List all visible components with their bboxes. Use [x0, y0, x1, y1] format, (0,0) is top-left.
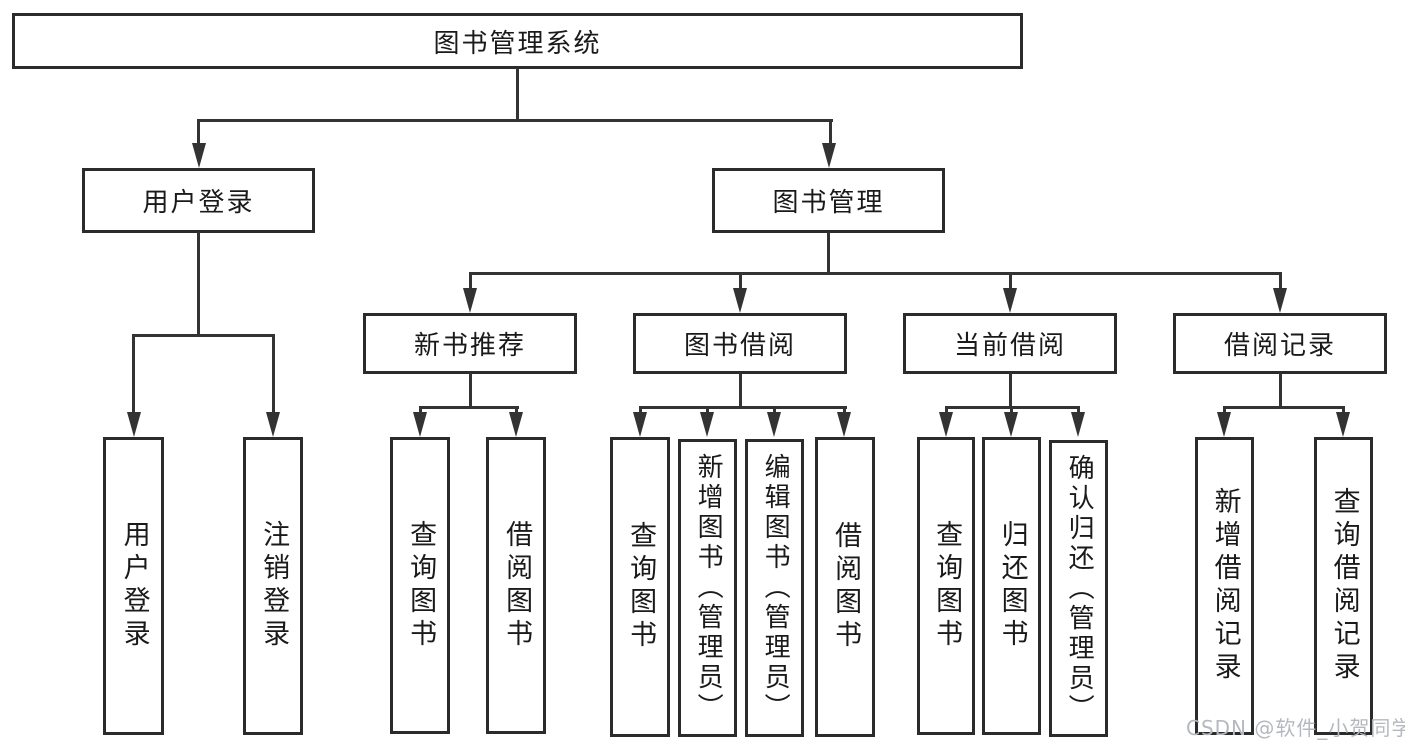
arrow-down-icon	[509, 412, 523, 437]
arrow-down-icon	[700, 412, 714, 437]
arrow-down-icon	[192, 143, 206, 168]
connector-line	[469, 373, 472, 409]
leaf-query-books: 查询图书	[610, 437, 670, 737]
connector-line	[1223, 406, 1226, 414]
leaf-query-borrow-record: 查询借阅记录	[1314, 437, 1373, 735]
connector-line	[843, 406, 846, 414]
arrow-down-icon	[1273, 288, 1287, 313]
node-label: 借阅图书	[830, 521, 862, 653]
connector-line	[1077, 406, 1080, 414]
leaf-edit-book-admin: 编辑图书（管理员）	[745, 439, 804, 737]
leaf-logout: 注销登录	[243, 437, 303, 735]
connector-line	[197, 119, 200, 145]
arrow-down-icon	[413, 412, 427, 437]
leaf-confirm-return-admin: 确认归还（管理员）	[1049, 440, 1108, 737]
connector-line	[419, 406, 422, 414]
connector-line	[1009, 373, 1012, 409]
node-label: 查询图书	[931, 520, 963, 652]
node-label: 用户登录	[118, 520, 150, 652]
watermark: CSDN @软件_小贺同学	[1186, 716, 1405, 740]
connector-line	[829, 119, 832, 145]
arrow-down-icon	[837, 412, 851, 437]
connector-line	[706, 406, 709, 414]
connector-line	[469, 272, 472, 290]
connector-line	[132, 334, 135, 414]
node-label: 用户登录	[142, 188, 255, 218]
connector-line	[515, 406, 518, 414]
node-label: 归还图书	[996, 520, 1028, 652]
arrow-down-icon	[127, 412, 141, 437]
node-new-book-recommendation: 新书推荐	[363, 313, 577, 374]
node-label: 新书推荐	[413, 331, 526, 361]
connector-line	[1010, 406, 1013, 414]
node-label: 编辑图书（管理员）	[760, 453, 791, 723]
arrow-down-icon	[1071, 412, 1085, 437]
node-label: 图书管理系统	[433, 28, 602, 59]
arrow-down-icon	[822, 143, 836, 168]
leaf-borrow-books: 借阅图书	[815, 437, 875, 737]
node-current-borrowing: 当前借阅	[903, 313, 1117, 374]
connector-line	[1279, 373, 1282, 409]
leaf-user-login: 用户登录	[103, 437, 164, 735]
leaf-add-book-admin: 新增图书（管理员）	[678, 439, 737, 737]
arrow-down-icon	[767, 412, 781, 437]
node-book-management: 图书管理	[712, 168, 945, 233]
node-label: 查询图书	[625, 521, 657, 653]
node-label: 查询借阅记录	[1328, 487, 1360, 685]
connector-line	[827, 232, 830, 275]
node-label: 当前借阅	[953, 331, 1066, 361]
leaf-query-books: 查询图书	[917, 437, 975, 735]
connector-line	[132, 334, 275, 337]
node-borrowing-records: 借阅记录	[1173, 313, 1387, 374]
node-label: 新增图书（管理员）	[693, 453, 724, 723]
node-label: 确认归还（管理员）	[1064, 453, 1095, 724]
node-label: 注销登录	[258, 520, 290, 652]
connector-line	[773, 406, 776, 414]
connector-line	[1342, 406, 1345, 414]
node-book-borrowing: 图书借阅	[633, 313, 847, 374]
node-label: 借阅图书	[501, 519, 533, 652]
connector-line	[197, 232, 200, 336]
arrow-down-icon	[1217, 412, 1231, 437]
arrow-down-icon	[733, 288, 747, 313]
connector-line	[639, 406, 642, 414]
node-label: 借阅记录	[1223, 331, 1336, 361]
node-user-login: 用户登录	[82, 168, 315, 233]
connector-line	[739, 272, 742, 290]
connector-line	[197, 119, 833, 122]
node-library-management-system: 图书管理系统	[12, 13, 1023, 69]
leaf-borrow-books: 借阅图书	[486, 437, 546, 734]
arrow-down-icon	[633, 412, 647, 437]
arrow-down-icon	[266, 412, 280, 437]
node-label: 图书管理	[772, 188, 885, 218]
arrow-down-icon	[939, 412, 953, 437]
connector-line	[945, 406, 948, 414]
arrow-down-icon	[1004, 412, 1018, 437]
connector-line	[639, 406, 847, 409]
node-label: 新增借阅记录	[1209, 487, 1241, 685]
connector-line	[516, 68, 519, 121]
connector-line	[272, 334, 275, 414]
leaf-query-books: 查询图书	[390, 437, 450, 734]
arrow-down-icon	[1336, 412, 1350, 437]
node-label: 图书借阅	[683, 331, 796, 361]
connector-line	[1009, 272, 1012, 290]
connector-line	[419, 406, 519, 409]
node-label: 查询图书	[405, 519, 437, 652]
connector-line	[1223, 406, 1345, 409]
leaf-add-borrow-record: 新增借阅记录	[1195, 437, 1254, 735]
connector-line	[1279, 272, 1282, 290]
connector-line	[739, 373, 742, 409]
leaf-return-books: 归还图书	[982, 437, 1041, 735]
arrow-down-icon	[463, 288, 477, 313]
arrow-down-icon	[1003, 288, 1017, 313]
connector-line	[469, 272, 1282, 275]
